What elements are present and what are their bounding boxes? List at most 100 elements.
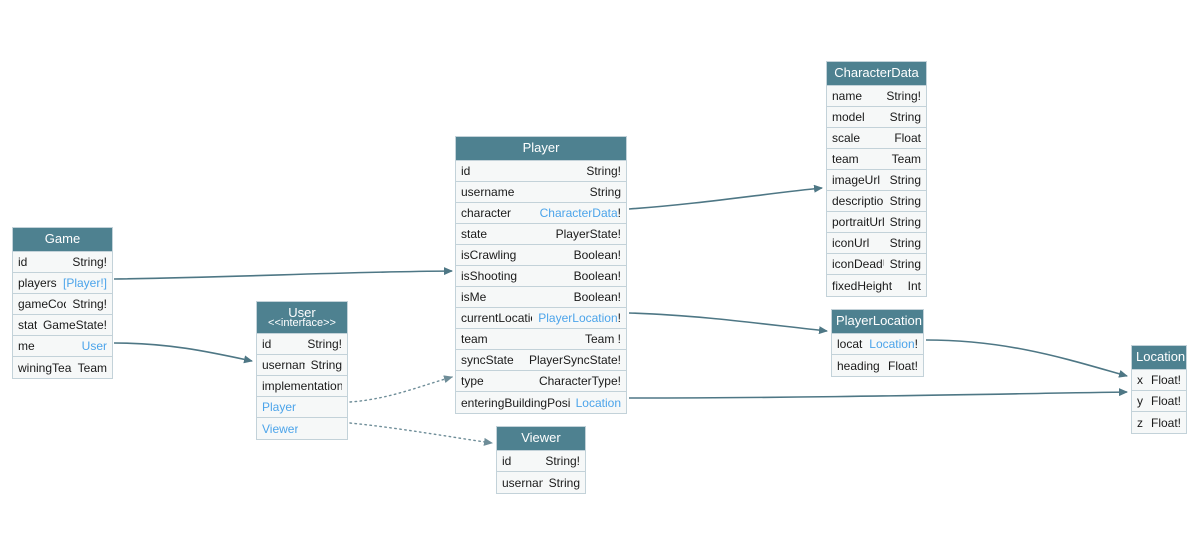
field-row[interactable]: Viewer <box>257 418 347 439</box>
field-type: String <box>889 173 921 187</box>
entity-name: Player <box>522 140 560 155</box>
entity-name: PlayerLocation <box>836 313 922 328</box>
field-name: iconUrl <box>832 236 870 250</box>
field-row[interactable]: stateGameState! <box>13 315 112 336</box>
entity-box-game[interactable]: GameidString!players[Player!]gameCodeStr… <box>12 227 113 379</box>
field-row[interactable]: Player <box>257 397 347 418</box>
field-row[interactable]: enteringBuildingPositionLocation <box>456 392 626 413</box>
field-type: PlayerLocation! <box>538 311 621 325</box>
field-type: String! <box>307 337 342 351</box>
field-row[interactable]: winingTeam Team <box>13 357 112 378</box>
field-type: Location! <box>869 337 918 351</box>
field-name: username <box>502 475 543 490</box>
field-row[interactable]: me User <box>13 336 112 357</box>
field-row[interactable]: iconDeadUrlString <box>827 254 926 275</box>
field-name: id <box>461 164 471 178</box>
edge-player-enteringbuildingposition-to-location <box>628 388 1128 399</box>
field-name: isShooting <box>461 269 518 283</box>
entity-title-player: Player <box>456 137 626 161</box>
field-row[interactable]: gameCode String! <box>13 294 112 315</box>
field-name: iconDeadUrl <box>832 257 884 271</box>
field-row[interactable]: implementations <box>257 376 347 397</box>
field-type: Location <box>575 395 621 410</box>
edge-game-me-to-user <box>113 342 253 364</box>
field-name: id <box>18 255 28 269</box>
field-row[interactable]: team Team <box>827 149 926 170</box>
field-name: description <box>832 194 884 208</box>
field-type: CharacterData! <box>539 206 621 220</box>
entity-stereotype: <<interface>> <box>268 317 336 329</box>
non-null-marker: ! <box>617 311 621 325</box>
field-name: winingTeam <box>18 360 72 375</box>
entity-name: Game <box>44 231 81 246</box>
field-type: Boolean! <box>573 269 621 283</box>
field-name: state <box>461 227 488 241</box>
field-type: Float! <box>887 358 918 373</box>
field-name: syncState <box>461 353 514 367</box>
edge-user-viewer-implements <box>349 422 493 446</box>
field-type: Int <box>907 278 921 293</box>
field-type: Team <box>891 152 921 166</box>
field-type: String! <box>545 454 580 468</box>
entity-title-game: Game <box>13 228 112 252</box>
field-type: String! <box>72 297 107 311</box>
field-name: Player <box>262 400 297 414</box>
field-row[interactable]: id String! <box>13 252 112 273</box>
field-type: String <box>310 358 342 372</box>
non-null-marker: ! <box>914 337 918 351</box>
field-name: players <box>18 276 57 290</box>
field-row[interactable]: isShooting Boolean! <box>456 266 626 287</box>
field-name: implementations <box>262 379 342 393</box>
field-type: GameState! <box>42 318 107 332</box>
field-name: portraitUrl <box>832 215 884 229</box>
field-type: Team <box>77 360 107 375</box>
field-type: User <box>81 339 107 353</box>
field-type: [Player!] <box>62 276 107 290</box>
field-row[interactable]: state PlayerState! <box>456 224 626 245</box>
field-name: team <box>832 152 859 166</box>
field-row[interactable]: username String <box>497 472 585 493</box>
entity-box-playerlocation[interactable]: PlayerLocation locationLocation!headingFl… <box>831 309 924 377</box>
field-name: gameCode <box>18 297 66 311</box>
field-row[interactable]: locationLocation! <box>832 334 923 355</box>
field-name: currentLocation <box>461 311 532 325</box>
field-row[interactable]: descriptionString <box>827 191 926 212</box>
field-type: String <box>548 475 580 490</box>
entity-name: Viewer <box>521 430 561 445</box>
field-name: me <box>18 339 35 353</box>
field-row[interactable]: syncState PlayerSyncState! <box>456 350 626 371</box>
field-type: PlayerSyncState! <box>528 353 621 367</box>
field-row[interactable]: currentLocation PlayerLocation! <box>456 308 626 329</box>
field-row[interactable]: players [Player!] <box>13 273 112 294</box>
field-type: String! <box>72 255 107 269</box>
field-name: x <box>1137 373 1143 387</box>
field-name: username <box>461 185 515 199</box>
field-type: PlayerState! <box>555 227 621 241</box>
entity-box-user[interactable]: User<<interface>>idString!usernameString… <box>256 301 348 440</box>
